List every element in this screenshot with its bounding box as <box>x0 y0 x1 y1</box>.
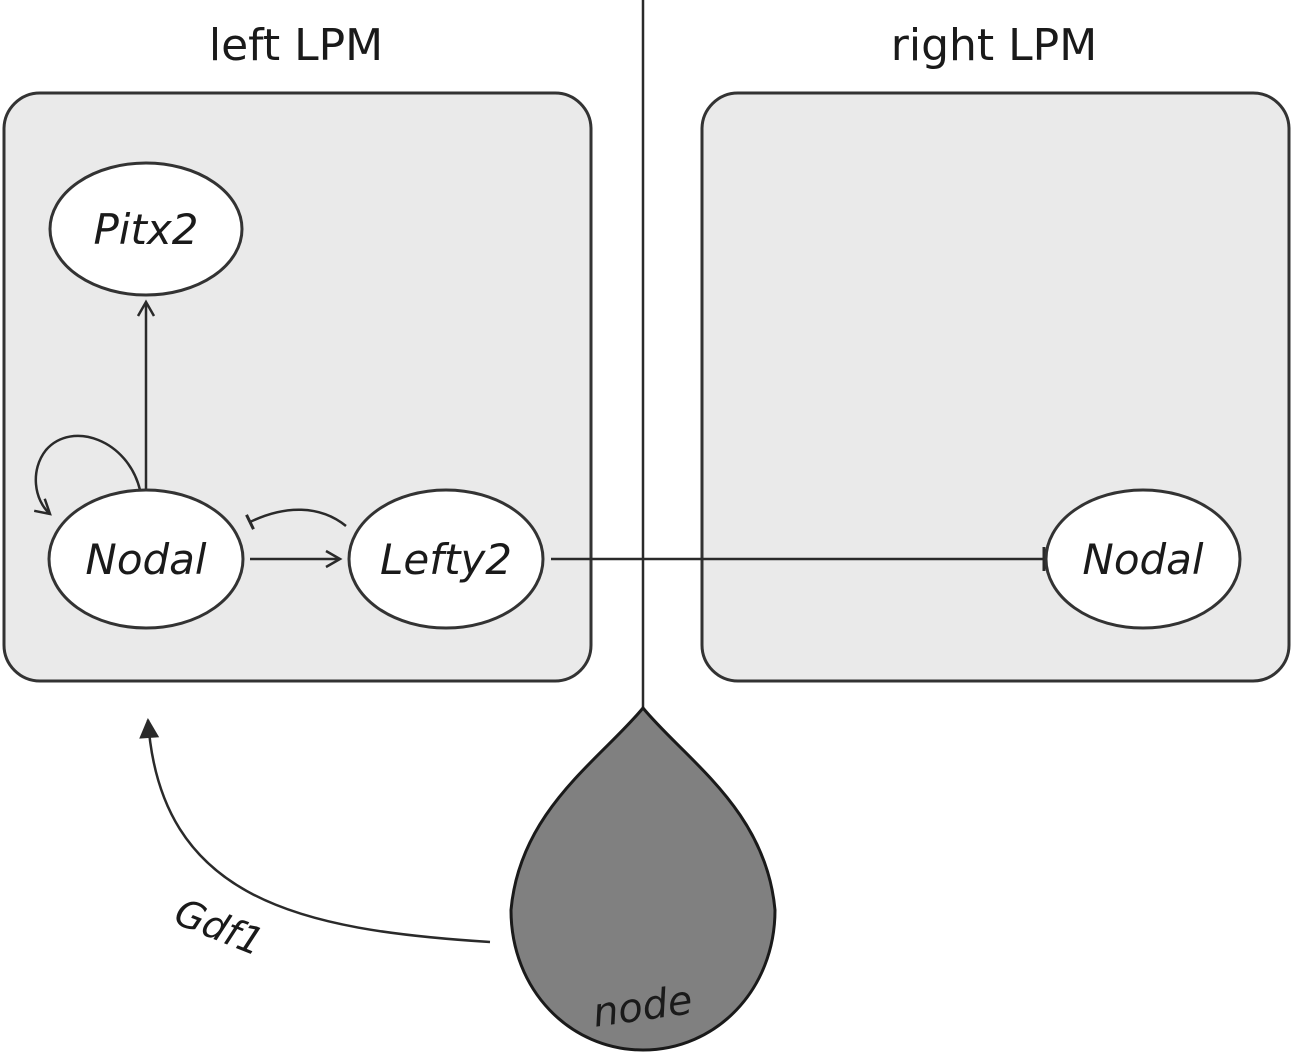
lefty2-inhibits-nodal-left <box>245 508 347 530</box>
gdf1-signal-arrow <box>139 718 491 944</box>
pitx2-gene: Pitx2 <box>48 161 244 297</box>
left-lpm-title: left LPM <box>209 20 383 71</box>
right-lpm-title: right LPM <box>891 20 1097 71</box>
pitx2-label: Pitx2 <box>93 205 198 254</box>
nodal-left-label: Nodal <box>85 535 207 584</box>
node-shape <box>509 705 777 1052</box>
gdf1-label: Gdf1 <box>169 890 270 965</box>
lefty2-gene: Lefty2 <box>347 488 545 630</box>
lefty2-label: Lefty2 <box>380 535 512 584</box>
node-droplet: node <box>509 705 777 1052</box>
nodal-right-gene: Nodal <box>1044 488 1242 630</box>
nodal-right-label: Nodal <box>1082 535 1204 584</box>
nodal-autoregulation-arrow <box>33 434 142 516</box>
nodal-left-gene: Nodal <box>47 488 245 630</box>
